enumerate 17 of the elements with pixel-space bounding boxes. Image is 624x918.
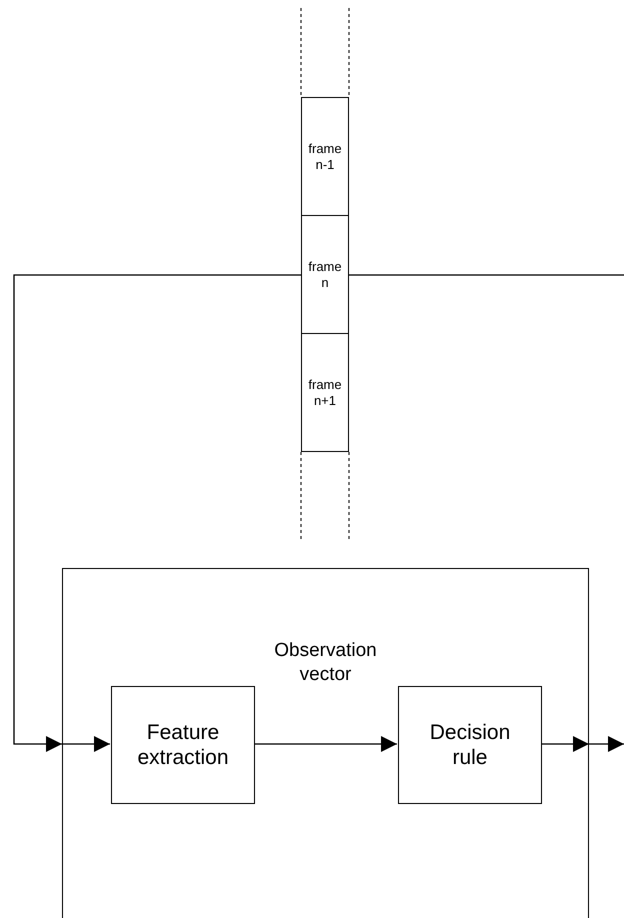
frame-box: [301, 97, 349, 216]
connector-line: [349, 274, 624, 276]
boundary-box: [62, 568, 589, 918]
process-box: [111, 686, 255, 804]
frame-box: [301, 216, 349, 334]
node-label: Feature extraction: [137, 720, 229, 770]
arrow: [62, 736, 110, 752]
arrow: [589, 736, 624, 752]
process-box: [398, 686, 542, 804]
arrow: [254, 736, 397, 752]
arrow: [541, 736, 589, 752]
arrow: [13, 274, 301, 752]
node-label: frame n: [308, 258, 342, 290]
node-label: Decision rule: [430, 720, 510, 770]
frame-box: [301, 334, 349, 452]
node-label: frame n-1: [308, 140, 342, 172]
node-label: frame n+1: [308, 376, 342, 408]
